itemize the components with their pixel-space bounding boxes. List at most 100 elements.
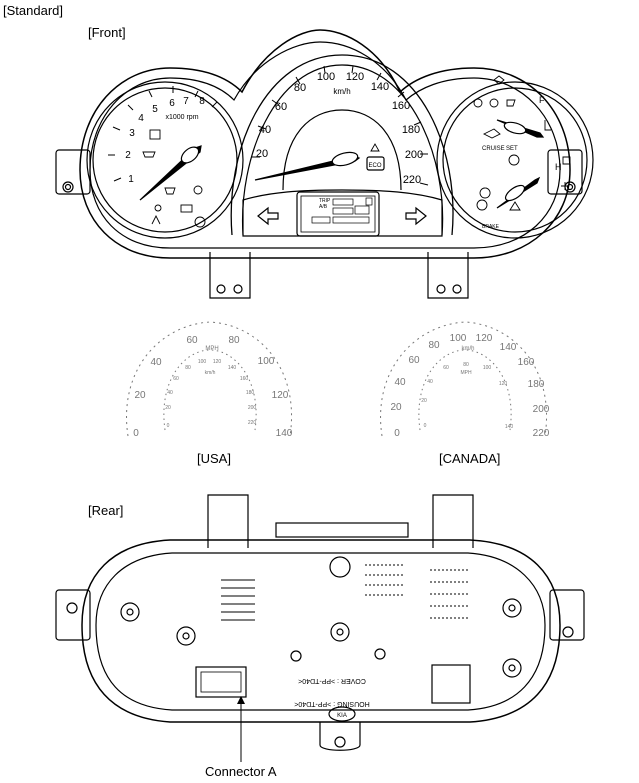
standard-title: [Standard] bbox=[3, 3, 63, 18]
speed-tick-160: 160 bbox=[392, 100, 410, 112]
speed-unit: km/h bbox=[333, 87, 350, 96]
speedometer-ticks bbox=[252, 65, 429, 186]
coolant-temp-icon bbox=[561, 182, 569, 190]
svg-text:120: 120 bbox=[213, 359, 222, 365]
tachometer-ring bbox=[86, 81, 244, 239]
rear-cluster bbox=[55, 494, 585, 751]
canada-outer-200: 200 bbox=[533, 404, 550, 415]
bottom-left-bracket bbox=[209, 252, 251, 299]
front-view-label: [Front] bbox=[88, 25, 126, 40]
rear-bottom-lug bbox=[319, 722, 361, 751]
canada-outer-180: 180 bbox=[528, 379, 545, 390]
eco-box bbox=[366, 156, 385, 171]
usa-label: [USA] bbox=[197, 451, 231, 466]
canada-inner-unit: MPH bbox=[460, 370, 472, 376]
right-mount-tab bbox=[547, 149, 583, 195]
speed-tick-20: 20 bbox=[256, 148, 268, 160]
temp-hot-label: H bbox=[555, 162, 562, 172]
speedometer-labels: 20 40 60 80 100 120 140 160 180 200 220 … bbox=[256, 71, 423, 186]
canada-inner-labels: 0 20 40 60 80 100 120 140 MPH bbox=[421, 362, 513, 430]
usa-outer-140: 140 bbox=[276, 428, 293, 439]
rear-right-tab bbox=[549, 589, 585, 641]
svg-text:0: 0 bbox=[167, 423, 170, 429]
rear-housing bbox=[81, 539, 561, 723]
rear-screw-boss-1 bbox=[120, 602, 140, 622]
rear-inner-edge bbox=[95, 552, 546, 711]
rear-left-tab bbox=[55, 589, 91, 641]
canada-outer-220: 220 bbox=[533, 428, 550, 439]
canada-outer-160: 160 bbox=[518, 357, 535, 368]
svg-text:0: 0 bbox=[424, 423, 427, 429]
rear-socket-grid bbox=[431, 664, 471, 704]
right-mount-hole bbox=[564, 181, 576, 193]
logo-text: KIA bbox=[337, 713, 347, 719]
fog-light-icon bbox=[473, 98, 483, 108]
rear-round-pad bbox=[329, 556, 351, 578]
right-gauge-labels: F H CRUISE SET BRAKE bbox=[482, 95, 562, 230]
usa-outer-40: 40 bbox=[150, 357, 162, 368]
battery-warning-icon bbox=[180, 204, 193, 213]
bottom-right-bracket bbox=[427, 252, 469, 299]
canada-outer-40: 40 bbox=[394, 377, 406, 388]
rear-top-right-bracket bbox=[432, 494, 474, 548]
front-cluster bbox=[55, 29, 594, 299]
canada-outer-100: 100 bbox=[450, 333, 467, 344]
rear-molded-text: HOUSING : >PP-TD40< COVER : >PP-TD40< KI… bbox=[294, 677, 369, 719]
tpms-icon bbox=[479, 187, 491, 199]
speed-tick-40: 40 bbox=[259, 124, 271, 136]
svg-text:140: 140 bbox=[505, 424, 514, 430]
usa-outer-60: 60 bbox=[186, 335, 198, 346]
rear-logo-oval bbox=[328, 706, 356, 722]
canada-outer-unit: km/h bbox=[461, 346, 474, 352]
airbag-icon bbox=[151, 214, 161, 225]
tach-tick-5: 5 bbox=[152, 104, 158, 115]
rear-screw-boss-3 bbox=[330, 622, 350, 642]
high-beam-icon bbox=[493, 75, 505, 85]
canada-label: [CANADA] bbox=[439, 451, 501, 466]
door-warning-icon bbox=[149, 129, 161, 140]
headlight-icon bbox=[506, 99, 516, 107]
usa-outer-0: 0 bbox=[133, 428, 139, 439]
tachometer-warning-icons bbox=[142, 129, 206, 228]
svg-text:20: 20 bbox=[421, 398, 427, 404]
seatbelt-icon bbox=[154, 204, 162, 212]
key-icon bbox=[482, 128, 501, 139]
usa-outer-100: 100 bbox=[258, 356, 275, 367]
usa-outer-120: 120 bbox=[272, 390, 289, 401]
housing-text: HOUSING : >PP-TD40< bbox=[294, 700, 369, 707]
traction-icon bbox=[508, 154, 520, 166]
engine-check-icon bbox=[194, 216, 206, 228]
speed-tick-60: 60 bbox=[275, 101, 287, 113]
parking-brake-icon bbox=[562, 156, 571, 165]
tachometer-ticks bbox=[108, 86, 218, 182]
rear-view-label: [Rear] bbox=[88, 503, 124, 518]
canada-outer-140: 140 bbox=[500, 342, 517, 353]
fuel-full-label: F bbox=[539, 95, 545, 105]
rear-screw-boss-4 bbox=[502, 598, 522, 618]
lcd-trip: TRIP bbox=[319, 198, 331, 204]
lcd-contents: TRIP A/B bbox=[319, 198, 331, 210]
svg-text:80: 80 bbox=[185, 365, 191, 371]
cover-text: COVER : >PP-TD40< bbox=[298, 677, 366, 684]
svg-text:220: 220 bbox=[248, 420, 257, 426]
canada-outer-60: 60 bbox=[408, 355, 420, 366]
usa-outer-20: 20 bbox=[134, 390, 146, 401]
left-turn-arrow-icon bbox=[257, 206, 279, 226]
speed-tick-140: 140 bbox=[371, 81, 389, 93]
svg-text:60: 60 bbox=[173, 376, 179, 382]
rear-screw-boss-5 bbox=[502, 658, 522, 678]
usa-outer-80: 80 bbox=[228, 335, 240, 346]
svg-text:100: 100 bbox=[198, 359, 207, 365]
svg-text:140: 140 bbox=[228, 365, 237, 371]
speed-tick-100: 100 bbox=[317, 71, 335, 83]
tachometer-labels: 1 2 3 4 5 6 7 8 x1000 rpm bbox=[125, 96, 205, 185]
lcd-ab: A/B bbox=[319, 204, 328, 210]
rear-vent-slots bbox=[221, 564, 470, 621]
tach-tick-1: 1 bbox=[128, 174, 134, 185]
canada-outer-labels: 0 20 40 60 80 100 120 140 160 180 200 22… bbox=[390, 333, 549, 439]
airbag-off-icon bbox=[509, 201, 521, 211]
svg-text:120: 120 bbox=[499, 381, 508, 387]
connector-a bbox=[195, 666, 247, 698]
svg-text:200: 200 bbox=[248, 405, 257, 411]
